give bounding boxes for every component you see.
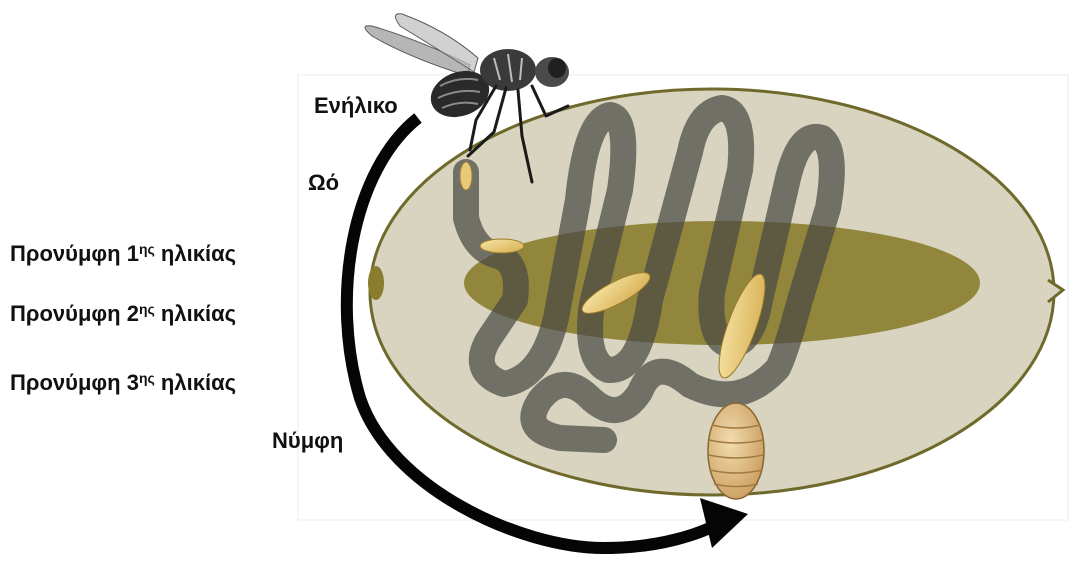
label-larva2-suffix: ηλικίας [155, 301, 236, 326]
label-egg: Ωό [308, 170, 339, 196]
label-larva1-suffix: ηλικίας [155, 241, 236, 266]
label-larva-third-instar: Προνύμφη 3ης ηλικίας [10, 365, 236, 396]
label-larva2-sup: ης [139, 301, 155, 317]
label-pupa-text: Νύμφη [272, 428, 343, 453]
label-egg-text: Ωό [308, 170, 339, 195]
fruit-tip [1048, 280, 1063, 302]
label-pupa: Νύμφη [272, 428, 343, 454]
label-larva3-prefix: Προνύμφη 3 [10, 370, 139, 395]
egg [460, 162, 472, 190]
label-adult: Ενήλικο [314, 93, 398, 119]
pupa [708, 403, 764, 499]
label-larva3-sup: ης [139, 370, 155, 386]
label-adult-text: Ενήλικο [314, 93, 398, 118]
fruit-stem-scar [368, 266, 384, 300]
label-larva-first-instar: Προνύμφη 1ης ηλικίας [10, 236, 236, 267]
label-larva1-prefix: Προνύμφη 1 [10, 241, 139, 266]
label-larva-second-instar: Προνύμφη 2ης ηλικίας [10, 296, 236, 327]
label-larva3-suffix: ηλικίας [155, 370, 236, 395]
lifecycle-arrowhead [700, 498, 748, 548]
label-larva2-prefix: Προνύμφη 2 [10, 301, 139, 326]
label-larva1-sup: ης [139, 241, 155, 257]
larva-first-instar [480, 239, 524, 253]
